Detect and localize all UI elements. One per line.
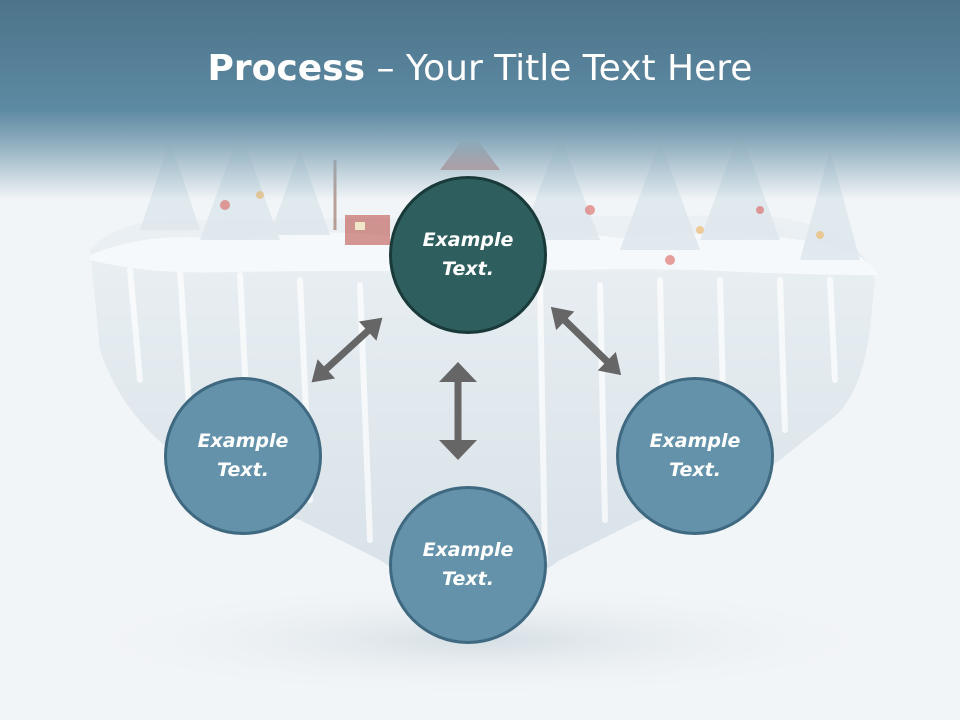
node-right-line1: Example — [649, 430, 741, 452]
node-top-line1: Example — [422, 229, 514, 251]
node-top-line2: Text. — [442, 258, 494, 280]
process-node-left[interactable]: Example Text. — [164, 377, 322, 535]
node-right-line2: Text. — [669, 459, 721, 481]
process-node-top[interactable]: Example Text. — [389, 176, 547, 334]
title-rest: – Your Title Text Here — [365, 48, 753, 89]
node-bottom-line1: Example — [422, 539, 514, 561]
node-left-line2: Text. — [217, 459, 269, 481]
process-node-right[interactable]: Example Text. — [616, 377, 774, 535]
process-node-bottom[interactable]: Example Text. — [389, 486, 547, 644]
title-bar — [0, 0, 960, 200]
node-left-line1: Example — [197, 430, 289, 452]
node-bottom-line2: Text. — [442, 568, 494, 590]
title-bold: Process — [207, 48, 366, 89]
slide-title: Process – Your Title Text Here — [0, 48, 960, 89]
